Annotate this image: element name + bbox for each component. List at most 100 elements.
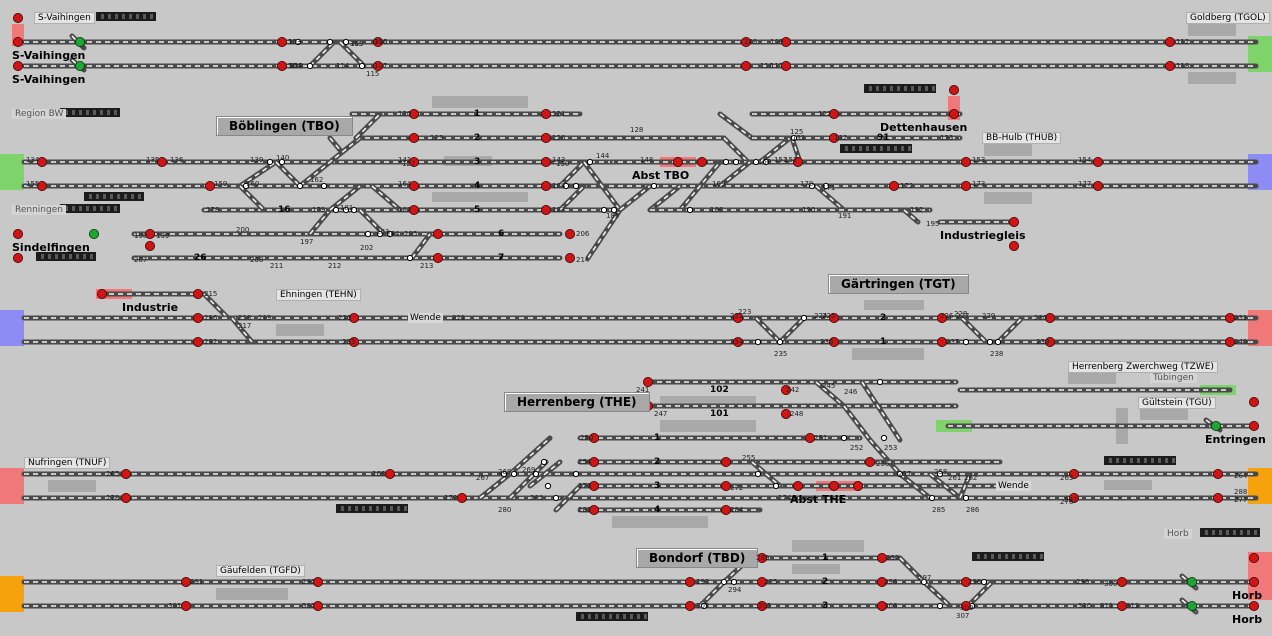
signal-108[interactable] (1249, 577, 1260, 588)
signal-71[interactable] (589, 480, 600, 491)
signal-94[interactable] (312, 601, 323, 612)
signal-78[interactable] (793, 480, 804, 491)
signal-32[interactable] (961, 180, 972, 191)
signal-96[interactable] (685, 601, 696, 612)
signal-86[interactable] (1069, 492, 1080, 503)
signal-8[interactable] (741, 61, 752, 72)
signal-green-4[interactable] (1187, 577, 1198, 588)
signal-17[interactable] (408, 204, 419, 215)
signal-5[interactable] (372, 37, 383, 48)
signal-38[interactable] (673, 156, 684, 167)
switch-14[interactable] (376, 230, 384, 238)
switch-34[interactable] (962, 338, 970, 346)
switch-26[interactable] (752, 158, 760, 166)
signal-103[interactable] (961, 577, 972, 588)
switch-45[interactable] (772, 482, 780, 490)
signal-18[interactable] (541, 109, 552, 120)
switch-51[interactable] (730, 578, 738, 586)
signal-93[interactable] (312, 577, 323, 588)
switch-10[interactable] (332, 206, 340, 214)
signal-24[interactable] (432, 252, 443, 263)
switches[interactable] (242, 38, 1002, 610)
signal-0[interactable] (12, 12, 23, 23)
signal-22[interactable] (541, 204, 552, 215)
switch-18[interactable] (572, 182, 580, 190)
switch-35[interactable] (986, 338, 994, 346)
signal-55[interactable] (733, 312, 744, 323)
signal-70[interactable] (589, 456, 600, 467)
signal-80[interactable] (853, 480, 864, 491)
signal-98[interactable] (757, 577, 768, 588)
signal-26[interactable] (565, 252, 576, 263)
switch-58[interactable] (880, 434, 888, 442)
signal-30[interactable] (949, 109, 960, 120)
signal-62[interactable] (1045, 336, 1056, 347)
switch-47[interactable] (928, 494, 936, 502)
switch-1[interactable] (326, 38, 334, 46)
signal-56[interactable] (733, 336, 744, 347)
switch-48[interactable] (936, 470, 944, 478)
signal-109[interactable] (1249, 601, 1260, 612)
signal-76[interactable] (721, 480, 732, 491)
signal-47[interactable] (12, 228, 23, 239)
signal-81[interactable] (121, 468, 132, 479)
switch-28[interactable] (790, 134, 798, 142)
switch-59[interactable] (876, 378, 884, 386)
signal-7[interactable] (741, 37, 752, 48)
signal-58[interactable] (829, 336, 840, 347)
station-boeblingen[interactable]: Böblingen (TBO) (216, 116, 353, 136)
signal-79[interactable] (829, 480, 840, 491)
switch-22[interactable] (650, 182, 658, 190)
signal-87[interactable] (1213, 468, 1224, 479)
signal-1[interactable] (12, 37, 23, 48)
switch-11[interactable] (342, 206, 350, 214)
switch-31[interactable] (754, 338, 762, 346)
signal-45[interactable] (144, 228, 155, 239)
switch-5[interactable] (242, 182, 250, 190)
station-gaertringen[interactable]: Gärtringen (TGT) (828, 274, 969, 294)
switch-12[interactable] (350, 206, 358, 214)
signal-green-2[interactable] (89, 228, 100, 239)
signal-74[interactable] (865, 456, 876, 467)
signal-63[interactable] (1225, 312, 1236, 323)
switch-24[interactable] (722, 158, 730, 166)
line-exit-marker[interactable] (0, 576, 24, 612)
station-herrenberg[interactable]: Herrenberg (THE) (504, 392, 650, 412)
switch-41[interactable] (544, 482, 552, 490)
line-exit-marker[interactable] (0, 154, 24, 190)
switch-33[interactable] (800, 314, 808, 322)
switch-29[interactable] (808, 182, 816, 190)
signal-65[interactable] (643, 376, 654, 387)
signal-9[interactable] (781, 37, 792, 48)
switch-15[interactable] (386, 230, 394, 238)
switch-56[interactable] (980, 578, 988, 586)
signal-73[interactable] (805, 432, 816, 443)
signal-44[interactable] (204, 180, 215, 191)
signal-51[interactable] (192, 312, 203, 323)
signal-59[interactable] (937, 312, 948, 323)
switch-49[interactable] (962, 494, 970, 502)
signal-34[interactable] (1093, 180, 1104, 191)
signal-39[interactable] (1009, 216, 1020, 227)
signal-53[interactable] (348, 312, 359, 323)
switch-20[interactable] (600, 206, 608, 214)
line-exit-marker[interactable] (0, 310, 24, 346)
switch-53[interactable] (920, 578, 928, 586)
signal-37[interactable] (697, 156, 708, 167)
signal-43[interactable] (156, 156, 167, 167)
signal-29[interactable] (949, 85, 960, 96)
signal-68[interactable] (781, 408, 792, 419)
signal-82[interactable] (121, 492, 132, 503)
signal-green-0[interactable] (75, 37, 86, 48)
signal-23[interactable] (432, 228, 443, 239)
signal-48[interactable] (12, 252, 23, 263)
signal-95[interactable] (685, 577, 696, 588)
switch-9[interactable] (320, 182, 328, 190)
switch-43[interactable] (572, 470, 580, 478)
signal-36[interactable] (889, 180, 900, 191)
signal-49[interactable] (97, 288, 108, 299)
signal-106[interactable] (1117, 601, 1128, 612)
signal-27[interactable] (829, 109, 840, 120)
signal-42[interactable] (37, 180, 48, 191)
signal-2[interactable] (12, 61, 23, 72)
